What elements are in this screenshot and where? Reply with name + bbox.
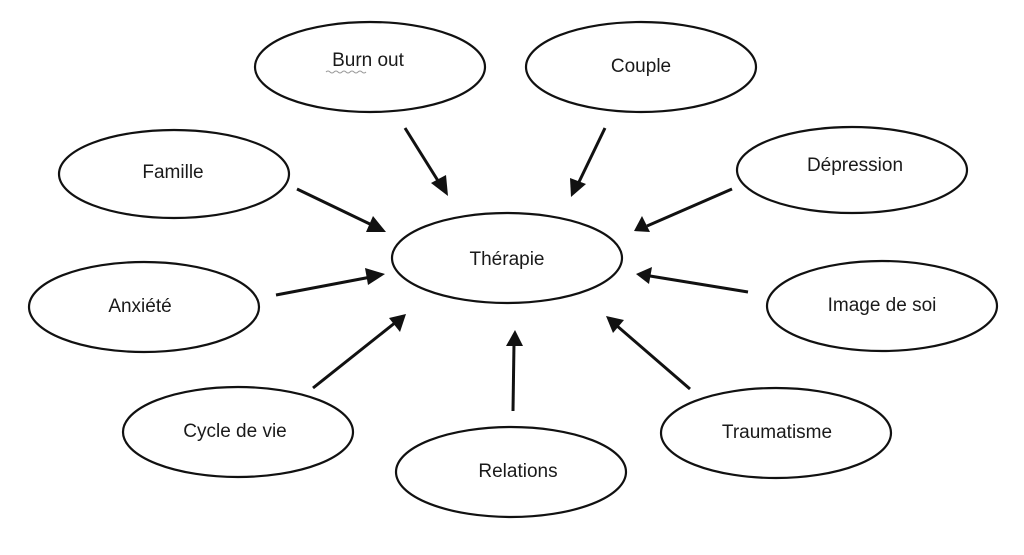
node-depression-ellipse [735,125,969,215]
arrow-famille [296,187,386,232]
node-cycle-de-vie-ellipse [121,385,355,479]
node-couple-label: Couple [611,56,671,77]
node-therapie[interactable]: Thérapie [390,211,624,305]
node-therapie-label: Thérapie [470,249,545,270]
arrow-relations [506,330,523,412]
node-burn-out-ellipse [253,20,487,114]
arrow-image-de-soi [636,267,749,294]
arrow-traumatisme [606,316,691,391]
node-famille-label: Famille [142,162,203,183]
node-burn-out[interactable]: Burn out [253,20,487,114]
node-couple-ellipse [524,20,758,114]
arrow-depression [634,187,733,232]
node-famille[interactable]: Famille [57,128,291,220]
node-traumatisme-label: Traumatisme [722,422,832,443]
node-anxiete-ellipse [27,260,261,354]
node-relations-label: Relations [478,461,557,482]
arrow-couple [570,127,607,197]
arrow-anxiete [275,268,385,297]
spellcheck-underline [325,70,367,74]
node-cycle-de-vie-label: Cycle de vie [183,421,287,442]
arrow-cycle-de-vie [312,314,406,390]
node-burn-out-label: Burn out [332,50,405,71]
node-relations-ellipse [394,425,628,519]
node-traumatisme-ellipse [659,386,893,480]
node-couple[interactable]: Couple [524,20,758,114]
node-image-de-soi-label: Image de soi [828,295,937,316]
node-depression-label: Dépression [807,155,903,176]
node-anxiete-label: Anxiété [108,296,171,317]
node-depression[interactable]: Dépression [735,125,969,215]
node-traumatisme[interactable]: Traumatisme [659,386,893,480]
arrows [275,127,749,412]
node-therapie-ellipse [390,211,624,305]
node-famille-ellipse [57,128,291,220]
node-relations[interactable]: Relations [394,425,628,519]
node-image-de-soi-ellipse [765,259,999,353]
node-image-de-soi[interactable]: Image de soi [765,259,999,353]
arrow-burn-out [403,127,448,196]
node-anxiete[interactable]: Anxiété [27,260,261,354]
node-cycle-de-vie[interactable]: Cycle de vie [121,385,355,479]
